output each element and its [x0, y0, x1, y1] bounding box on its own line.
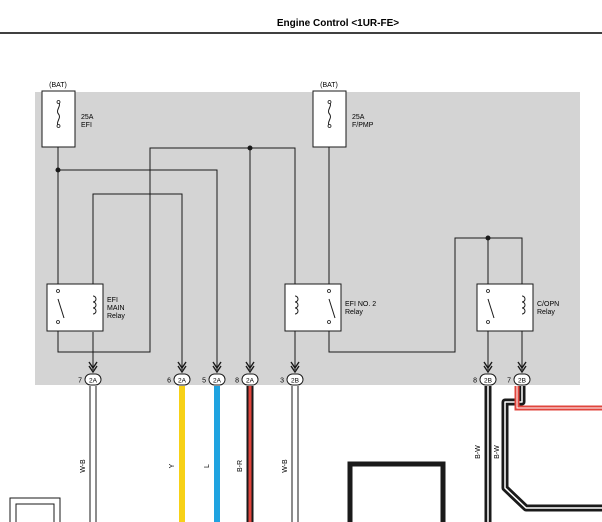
connector-code: 2B — [518, 378, 526, 385]
relay-efi-main-switch-icon — [57, 298, 65, 319]
wire-r-to-right — [514, 386, 602, 411]
connector-code: 2A — [178, 378, 187, 385]
component-box-bottom — [347, 461, 446, 522]
terminal-arrow-icon — [517, 361, 527, 374]
wire-w-b-2 — [291, 386, 299, 522]
connector-oval — [286, 373, 304, 386]
relay-copn-label-1: C/OPN — [537, 301, 559, 308]
connector-oval — [208, 373, 226, 386]
wire-label-b-r: B-R — [237, 460, 244, 472]
relay-efi-main: EFI MAIN Relay — [46, 283, 125, 332]
wire-label-w-b: W-B — [80, 459, 87, 473]
wire-label-w-b: W-B — [282, 459, 289, 473]
connector-8-2A: 2A 8 — [235, 361, 259, 386]
wire-b-w-2 — [501, 386, 602, 512]
connector-7-2A: 2A 7 — [78, 361, 102, 386]
wire-label-b-w: B-W — [475, 445, 482, 459]
relay-efi-no2-label-2: Relay — [345, 309, 363, 316]
connector-6-2A: 2A 6 — [167, 361, 191, 386]
terminal-arrow-icon — [177, 361, 187, 374]
relay-efi-main-label-1: EFI — [107, 297, 118, 304]
fuse-efi-element-icon — [57, 101, 60, 127]
connector-terminals: 2A 7 2A 6 2A 5 2A 8 2B 3 2B 8 2B 7 — [78, 361, 531, 386]
fuse-fpmp-rating: 25A — [352, 114, 365, 121]
connector-code: 2A — [246, 378, 255, 385]
fuse-efi-rating: 25A — [81, 114, 94, 121]
connector-pin-number: 7 — [78, 378, 82, 385]
fuse-fpmp-element-icon — [328, 101, 331, 127]
connector-oval — [513, 373, 531, 386]
relay-efi-no2-label-1: EFI NO. 2 — [345, 301, 376, 308]
fuse-fpmp-source: (BAT) — [320, 82, 338, 89]
relay-efi-no2: EFI NO. 2 Relay — [284, 283, 376, 332]
connector-code: 2A — [89, 378, 98, 385]
connector-pin-number: 3 — [280, 378, 284, 385]
connector-oval — [84, 373, 102, 386]
connector-oval — [173, 373, 191, 386]
terminal-arrow-icon — [212, 361, 222, 374]
connector-code: 2B — [484, 378, 492, 385]
relay-copn: C/OPN Relay — [476, 283, 559, 332]
wire-label-b-w: B-W — [494, 445, 501, 459]
relay-copn-coil-icon — [521, 295, 526, 315]
relay-efi-main-label-3: Relay — [107, 313, 125, 320]
connector-oval — [241, 373, 259, 386]
fuse-efi-name: EFI — [81, 122, 92, 129]
connector-pin-number: 5 — [202, 378, 206, 385]
relay-copn-label-2: Relay — [537, 309, 555, 316]
relay-efi-no2-coil-icon — [294, 295, 299, 315]
connector-oval — [479, 373, 497, 386]
terminal-arrow-icon — [483, 361, 493, 374]
relay-efi-no2-body — [284, 283, 342, 332]
connector-code: 2B — [291, 378, 299, 385]
connector-5-2A: 2A 5 — [202, 361, 226, 386]
relay-efi-main-label-2: MAIN — [107, 305, 125, 312]
fuse-efi: (BAT) 25A EFI — [41, 82, 94, 148]
fuse-fpmp: (BAT) 25A F/PMP — [312, 82, 374, 148]
connector-code: 2A — [213, 378, 222, 385]
terminal-arrow-icon — [88, 361, 98, 374]
wire-labels: W-B Y L B-R W-B B-W B-W — [80, 445, 501, 473]
wire-label-y: Y — [169, 463, 176, 468]
connector-7-2B: 2B 7 — [507, 361, 531, 386]
wire-w-b-1 — [89, 386, 97, 522]
relay-efi-main-coil-icon — [92, 295, 97, 315]
terminal-arrow-icon — [290, 361, 300, 374]
left-harness-stub — [9, 497, 61, 522]
connector-pin-number: 8 — [473, 378, 477, 385]
connector-pin-number: 6 — [167, 378, 171, 385]
fuse-fpmp-name: F/PMP — [352, 122, 374, 129]
terminal-arrow-icon — [245, 361, 255, 374]
wire-label-l: L — [204, 464, 211, 468]
relay-copn-switch-icon — [487, 298, 495, 319]
fuse-efi-source: (BAT) — [49, 82, 67, 89]
relay-efi-no2-switch-icon — [328, 298, 336, 319]
connector-3-2B: 2B 3 — [280, 361, 304, 386]
connector-8-2B: 2B 8 — [473, 361, 497, 386]
connector-pin-number: 7 — [507, 378, 511, 385]
connector-pin-number: 8 — [235, 378, 239, 385]
page-title: Engine Control <1UR-FE> — [277, 18, 399, 29]
external-wires — [9, 386, 602, 522]
internal-wiring — [55, 145, 523, 370]
